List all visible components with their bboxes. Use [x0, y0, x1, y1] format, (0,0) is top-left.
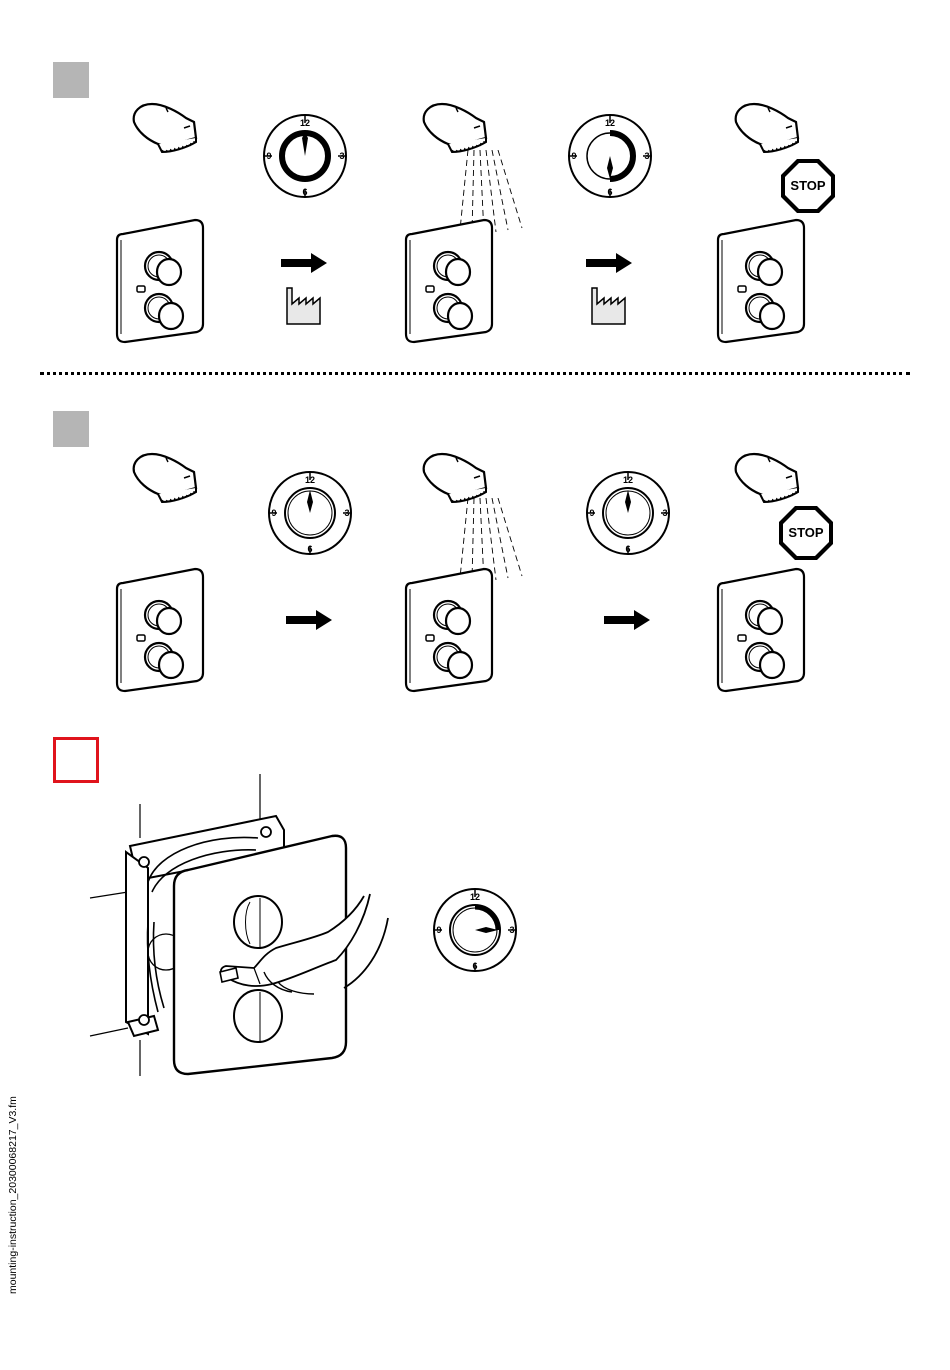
step-marker-2 — [53, 411, 89, 447]
dial-12-label: 12 — [300, 118, 310, 128]
thermostat-panel-1c-icon — [716, 218, 808, 344]
arrow-right-2a-icon — [286, 610, 334, 632]
section-divider — [40, 372, 910, 375]
svg-text:9: 9 — [436, 925, 441, 935]
stop-label: STOP — [790, 178, 825, 193]
clock-dial-3-icon: 12 3 6 9 — [432, 887, 518, 973]
clock-dial-1a-icon: 12 3 6 9 — [262, 113, 348, 199]
document-filename: mounting-instruction_20300068217_V3.fm — [7, 1096, 19, 1294]
svg-text:9: 9 — [589, 508, 594, 518]
thermostat-panel-1a-icon — [115, 218, 207, 344]
showerhead-2c-icon — [732, 450, 812, 510]
svg-text:9: 9 — [271, 508, 276, 518]
svg-text:12: 12 — [605, 118, 615, 128]
dial-3-label: 3 — [339, 151, 344, 161]
svg-text:9: 9 — [571, 151, 576, 161]
svg-text:STOP: STOP — [788, 525, 823, 540]
installation-illustration — [88, 772, 398, 1077]
dial-6-label: 6 — [302, 187, 307, 197]
svg-text:12: 12 — [305, 475, 315, 485]
factory-1b-icon — [590, 284, 630, 328]
arrow-right-2b-icon — [604, 610, 652, 632]
showerhead-1c-icon — [732, 100, 812, 160]
svg-text:12: 12 — [470, 892, 480, 902]
arrow-right-1b-icon — [586, 253, 634, 275]
stop-sign-1-icon: STOP — [780, 158, 836, 214]
factory-1a-icon — [285, 284, 325, 328]
showerhead-1a-icon — [130, 100, 210, 160]
svg-text:3: 3 — [644, 151, 649, 161]
thermostat-panel-2b-icon — [404, 567, 496, 693]
svg-text:6: 6 — [625, 544, 630, 554]
svg-text:3: 3 — [344, 508, 349, 518]
clock-dial-1b-icon: 12 3 6 9 — [567, 113, 653, 199]
thermostat-panel-1b-icon — [404, 218, 496, 344]
svg-text:6: 6 — [307, 544, 312, 554]
dial-9-label: 9 — [266, 151, 271, 161]
stop-sign-2-icon: STOP — [778, 505, 834, 561]
showerhead-2a-icon — [130, 450, 210, 510]
svg-text:12: 12 — [623, 475, 633, 485]
clock-dial-2b-icon: 12 3 6 9 — [585, 470, 671, 556]
clock-dial-2a-icon: 12 3 6 9 — [267, 470, 353, 556]
svg-text:6: 6 — [607, 187, 612, 197]
step-marker-1 — [53, 62, 89, 98]
svg-text:3: 3 — [509, 925, 514, 935]
thermostat-panel-2a-icon — [115, 567, 207, 693]
arrow-right-1a-icon — [281, 253, 329, 275]
svg-text:6: 6 — [472, 961, 477, 971]
thermostat-panel-2c-icon — [716, 567, 808, 693]
svg-text:3: 3 — [662, 508, 667, 518]
